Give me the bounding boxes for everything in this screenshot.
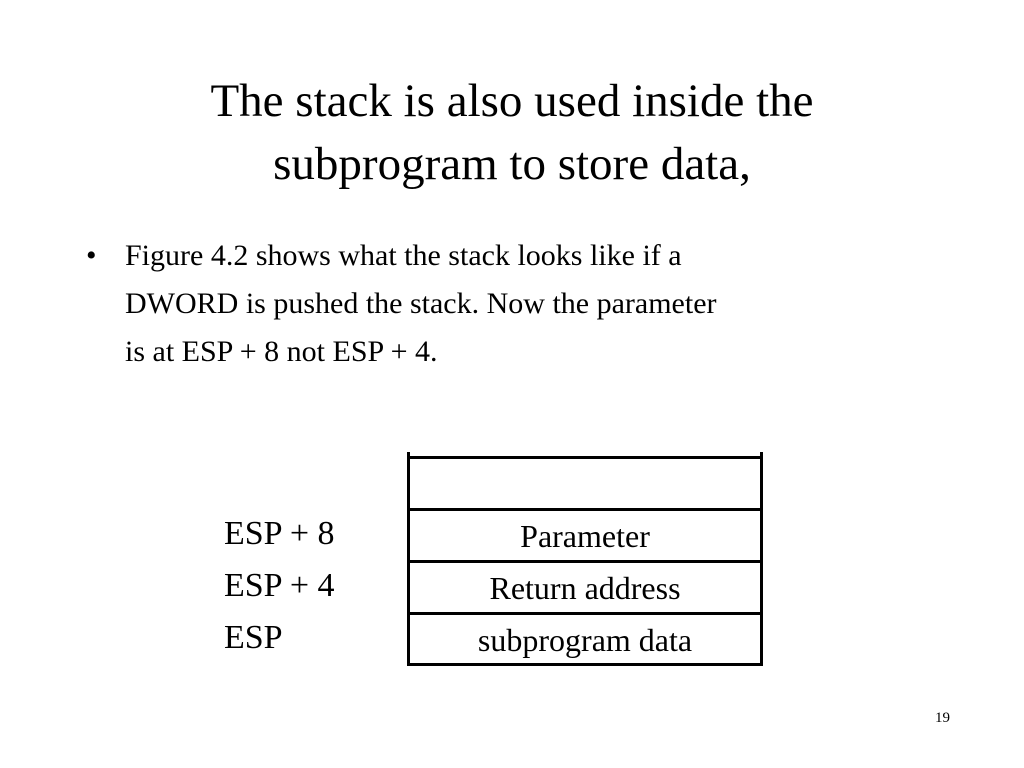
stack-label-esp: ESP	[224, 619, 283, 656]
bullet-marker: •	[86, 239, 97, 272]
stack-cell-empty	[410, 456, 760, 508]
bullet-text-line: Figure 4.2 shows what the stack looks li…	[125, 239, 682, 272]
stack-offset-labels: ESP + 8 ESP + 4 ESP	[224, 456, 404, 668]
page-number: 19	[935, 710, 950, 726]
slide-title-line: subprogram to store data,	[273, 138, 751, 190]
stack-cell-subprogram-data: subprogram data	[410, 612, 760, 664]
stack-top-edge	[407, 452, 763, 459]
bullet-text-line: is at ESP + 8 not ESP + 4.	[125, 335, 438, 368]
slide-title: The stack is also used inside the subpro…	[62, 70, 962, 196]
bullet-list: • Figure 4.2 shows what the stack looks …	[86, 232, 926, 376]
stack-label-esp-plus-4: ESP + 4	[224, 567, 335, 604]
stack-diagram: ESP + 8 ESP + 4 ESP Parameter Return add…	[220, 452, 770, 668]
bullet-text-line: DWORD is pushed the stack. Now the param…	[125, 287, 717, 320]
stack-cell-return-address: Return address	[410, 560, 760, 612]
stack-table: Parameter Return address subprogram data	[407, 452, 763, 666]
slide-title-line: The stack is also used inside the	[210, 75, 814, 127]
bullet-item: • Figure 4.2 shows what the stack looks …	[86, 232, 926, 376]
stack-cell-parameter: Parameter	[410, 508, 760, 560]
stack-label-esp-plus-8: ESP + 8	[224, 515, 335, 552]
